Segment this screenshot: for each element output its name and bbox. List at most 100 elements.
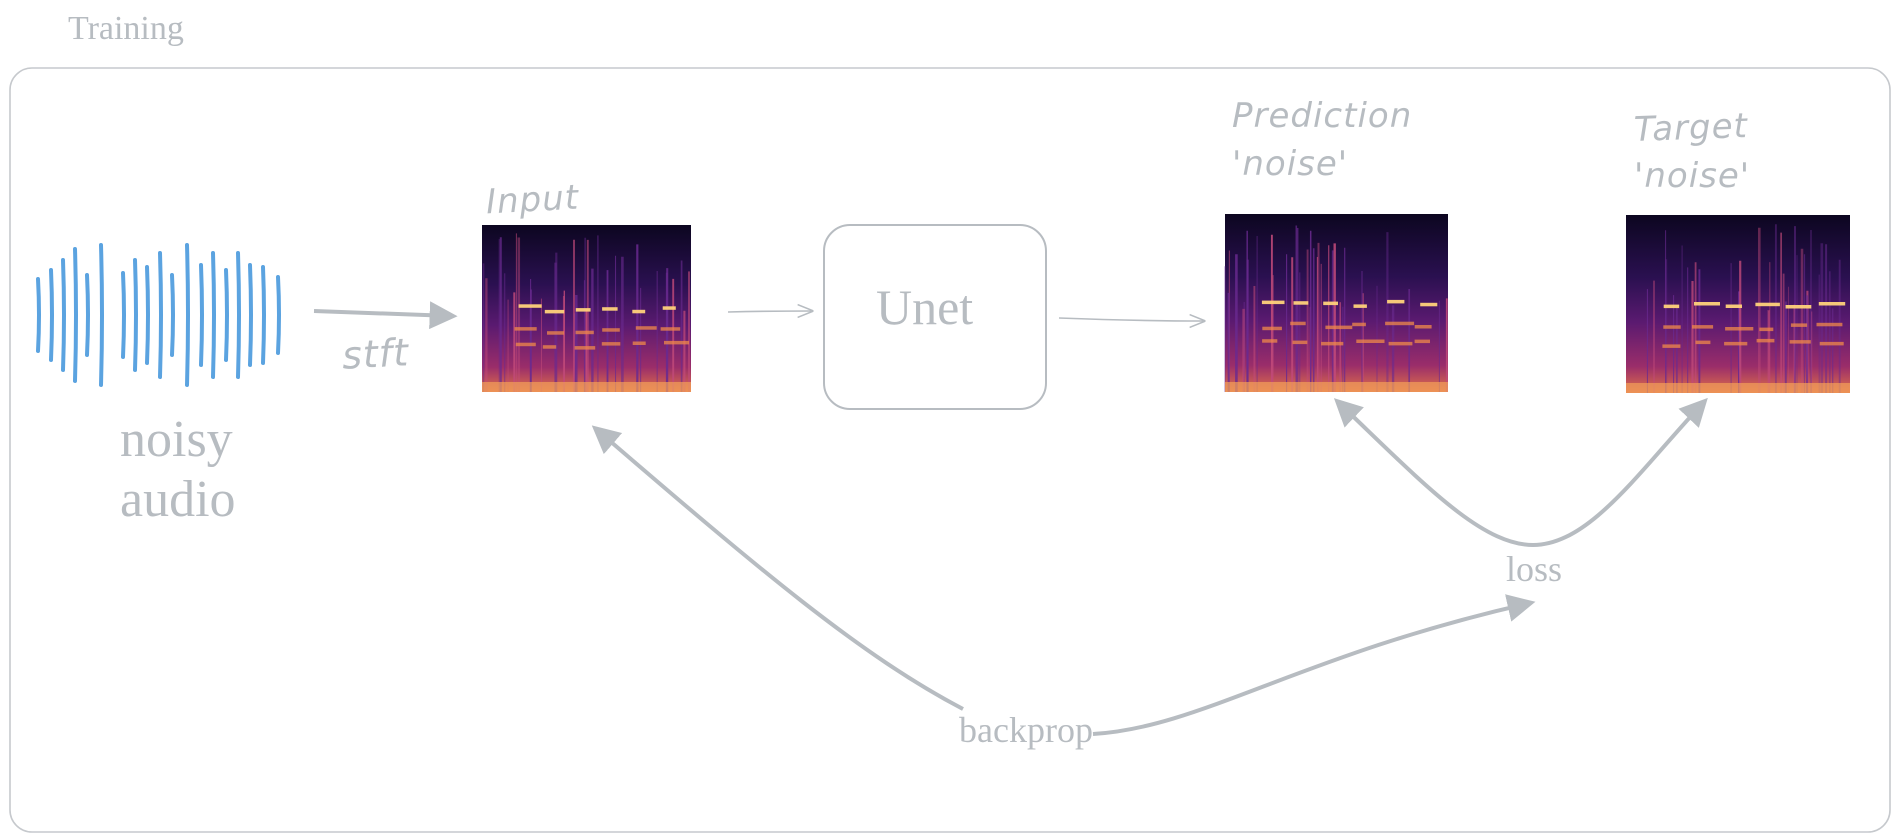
- spectrogram-harmonic: [1755, 302, 1780, 307]
- spectrogram-harmonic: [632, 341, 646, 345]
- spectrogram-harmonic: [1293, 301, 1309, 305]
- waveform-stroke: [261, 265, 266, 365]
- spectrogram-harmonic: [1725, 327, 1754, 331]
- spectrogram-harmonic: [518, 304, 542, 308]
- spectrogram-harmonic: [1663, 304, 1680, 309]
- spectrogram-low-band: [1225, 382, 1448, 392]
- spectrogram-harmonic: [1695, 340, 1711, 345]
- page-title: Training: [68, 10, 184, 47]
- spectrogram-harmonic: [664, 340, 689, 345]
- waveform-stroke: [121, 271, 126, 359]
- waveform-stroke: [236, 251, 241, 379]
- spectrogram-harmonic: [602, 307, 618, 311]
- spectrogram-harmonic: [1353, 304, 1367, 308]
- prediction-spectrogram: [1224, 214, 1448, 392]
- spectrogram-harmonic: [1756, 338, 1775, 343]
- spectrogram-harmonic: [1262, 326, 1282, 331]
- spectrogram-harmonic: [1385, 321, 1415, 326]
- spectrogram-harmonic: [1789, 340, 1811, 344]
- stft-label: stft: [340, 330, 411, 378]
- input-spectrogram: [482, 225, 691, 392]
- spectrogram-harmonic: [1290, 321, 1306, 326]
- waveform-stroke: [61, 258, 66, 372]
- input-to-unet-arrow: [727, 311, 812, 312]
- backprop-to-loss-arrow: [1092, 594, 1536, 736]
- unet-label: Unet: [876, 279, 974, 335]
- waveform-stroke: [99, 243, 104, 387]
- spectrogram-harmonic: [547, 331, 564, 335]
- spectrogram-harmonic: [1321, 341, 1344, 346]
- spectrogram-harmonic: [575, 308, 591, 312]
- waveform-stroke: [49, 268, 54, 362]
- noisy-audio-waveform-icon: [36, 243, 281, 387]
- spectrogram-harmonic: [1262, 339, 1278, 343]
- spectrogram-harmonic: [574, 346, 596, 350]
- spectrogram-harmonic: [632, 309, 646, 314]
- spectrogram-harmonic: [635, 326, 657, 330]
- waveform-stroke: [36, 277, 41, 353]
- spectrogram-harmonic: [1420, 302, 1438, 307]
- waveform-stroke: [276, 275, 281, 355]
- spectrogram-harmonic: [1292, 340, 1308, 345]
- backprop-label: backprop: [959, 710, 1093, 750]
- spectrogram-harmonic: [1694, 302, 1720, 306]
- loss-label: loss: [1506, 549, 1563, 589]
- spectrogram-harmonic: [1790, 323, 1808, 327]
- waveform-stroke: [224, 268, 229, 362]
- spectrogram-harmonic: [1819, 341, 1844, 346]
- loss-to-prediction-arrow: [1333, 398, 1534, 547]
- spectrogram-harmonic: [1662, 344, 1681, 348]
- unet-to-prediction-arrow: [1058, 318, 1204, 321]
- waveform-stroke: [248, 263, 253, 367]
- waveform-stroke: [211, 251, 216, 379]
- spectrogram-harmonic: [1663, 325, 1681, 329]
- noisy-audio-label-line2: audio: [120, 471, 236, 528]
- waveform-stroke: [85, 273, 90, 357]
- loss-to-target-arrow: [1532, 397, 1708, 547]
- spectrogram-harmonic: [514, 327, 537, 331]
- spectrogram-harmonic: [1816, 322, 1843, 327]
- spectrogram-harmonic: [1818, 302, 1846, 306]
- waveform-stroke: [145, 265, 150, 365]
- waveform-stroke: [170, 273, 175, 357]
- spectrogram-harmonic: [542, 345, 557, 349]
- waveform-stroke: [133, 258, 138, 372]
- spectrogram-harmonic: [1414, 325, 1432, 329]
- prediction-label-line1: Prediction: [1232, 96, 1413, 136]
- waveform-stroke: [158, 251, 163, 379]
- spectrogram-harmonic: [1692, 325, 1714, 329]
- spectrogram-harmonic: [662, 306, 676, 310]
- spectrogram-harmonic: [1414, 339, 1430, 344]
- waveform-stroke: [185, 243, 190, 387]
- training-frame: [9, 67, 1891, 833]
- spectrogram-harmonic: [1759, 327, 1774, 332]
- spectrogram-harmonic: [1724, 341, 1748, 346]
- spectrogram-harmonic: [1388, 341, 1413, 346]
- spectrogram-harmonic: [1387, 299, 1405, 304]
- backprop-to-input-arrow: [591, 425, 964, 711]
- spectrogram-harmonic: [1261, 300, 1285, 305]
- spectrogram-harmonic: [1785, 305, 1812, 309]
- stft-arrow: [313, 301, 458, 330]
- spectrogram-harmonic: [602, 328, 620, 332]
- target-spectrogram: [1626, 215, 1850, 393]
- spectrogram-harmonic: [1352, 322, 1366, 327]
- spectrogram-harmonic: [515, 342, 536, 347]
- unet-box: [823, 224, 1047, 410]
- spectrogram-harmonic: [1323, 301, 1338, 306]
- noisy-audio-label-line1: noisy: [120, 411, 233, 468]
- spectrogram-harmonic: [1725, 304, 1742, 308]
- spectrogram-harmonic: [575, 330, 594, 335]
- target-label-line2: 'noise': [1634, 156, 1751, 196]
- waveform-stroke: [73, 247, 78, 383]
- target-label-line1: Target: [1633, 106, 1749, 150]
- spectrogram-low-band: [482, 382, 691, 392]
- waveform-stroke: [199, 263, 204, 367]
- spectrogram-harmonic: [660, 327, 681, 331]
- prediction-label-line2: 'noise': [1232, 144, 1349, 184]
- spectrogram-low-band: [1626, 383, 1850, 393]
- spectrogram-harmonic: [544, 309, 565, 314]
- spectrogram-harmonic: [601, 342, 621, 346]
- spectrogram-harmonic: [1356, 339, 1385, 343]
